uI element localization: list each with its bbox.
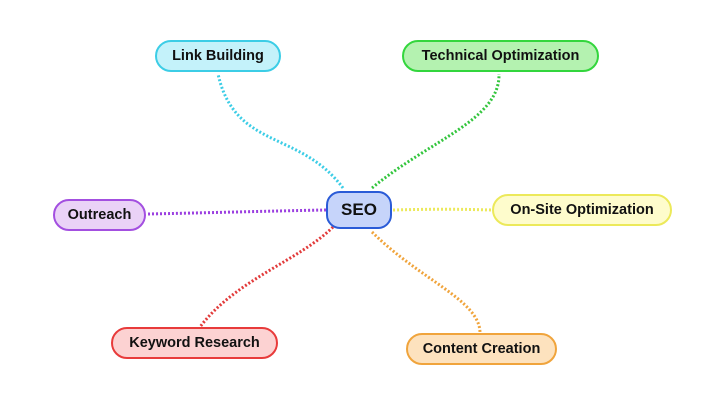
branch-node-technical-optimization[interactable]: Technical Optimization: [402, 40, 599, 72]
connector-link-building: [216, 73, 345, 189]
branch-node-keyword-research[interactable]: Keyword Research: [111, 327, 278, 359]
branch-node-label: Link Building: [172, 48, 264, 64]
branch-node-label: On-Site Optimization: [510, 202, 654, 218]
connector-keyword-research: [198, 225, 335, 328]
branch-node-label: Technical Optimization: [421, 48, 580, 64]
branch-node-label: Keyword Research: [129, 335, 260, 351]
connector-on-site-optimization: [392, 207, 492, 212]
branch-node-label: Content Creation: [422, 341, 541, 357]
branch-node-label: Outreach: [67, 207, 132, 223]
branch-node-link-building[interactable]: Link Building: [155, 40, 281, 72]
branch-node-content-creation[interactable]: Content Creation: [406, 333, 557, 365]
branch-node-outreach[interactable]: Outreach: [53, 199, 146, 231]
connector-outreach: [147, 208, 327, 216]
center-node-label: SEO: [341, 200, 377, 219]
center-node-seo[interactable]: SEO: [326, 191, 392, 229]
connector-content-creation: [370, 230, 482, 334]
connector-technical-optimization: [371, 73, 501, 190]
branch-node-on-site-optimization[interactable]: On-Site Optimization: [492, 194, 672, 226]
